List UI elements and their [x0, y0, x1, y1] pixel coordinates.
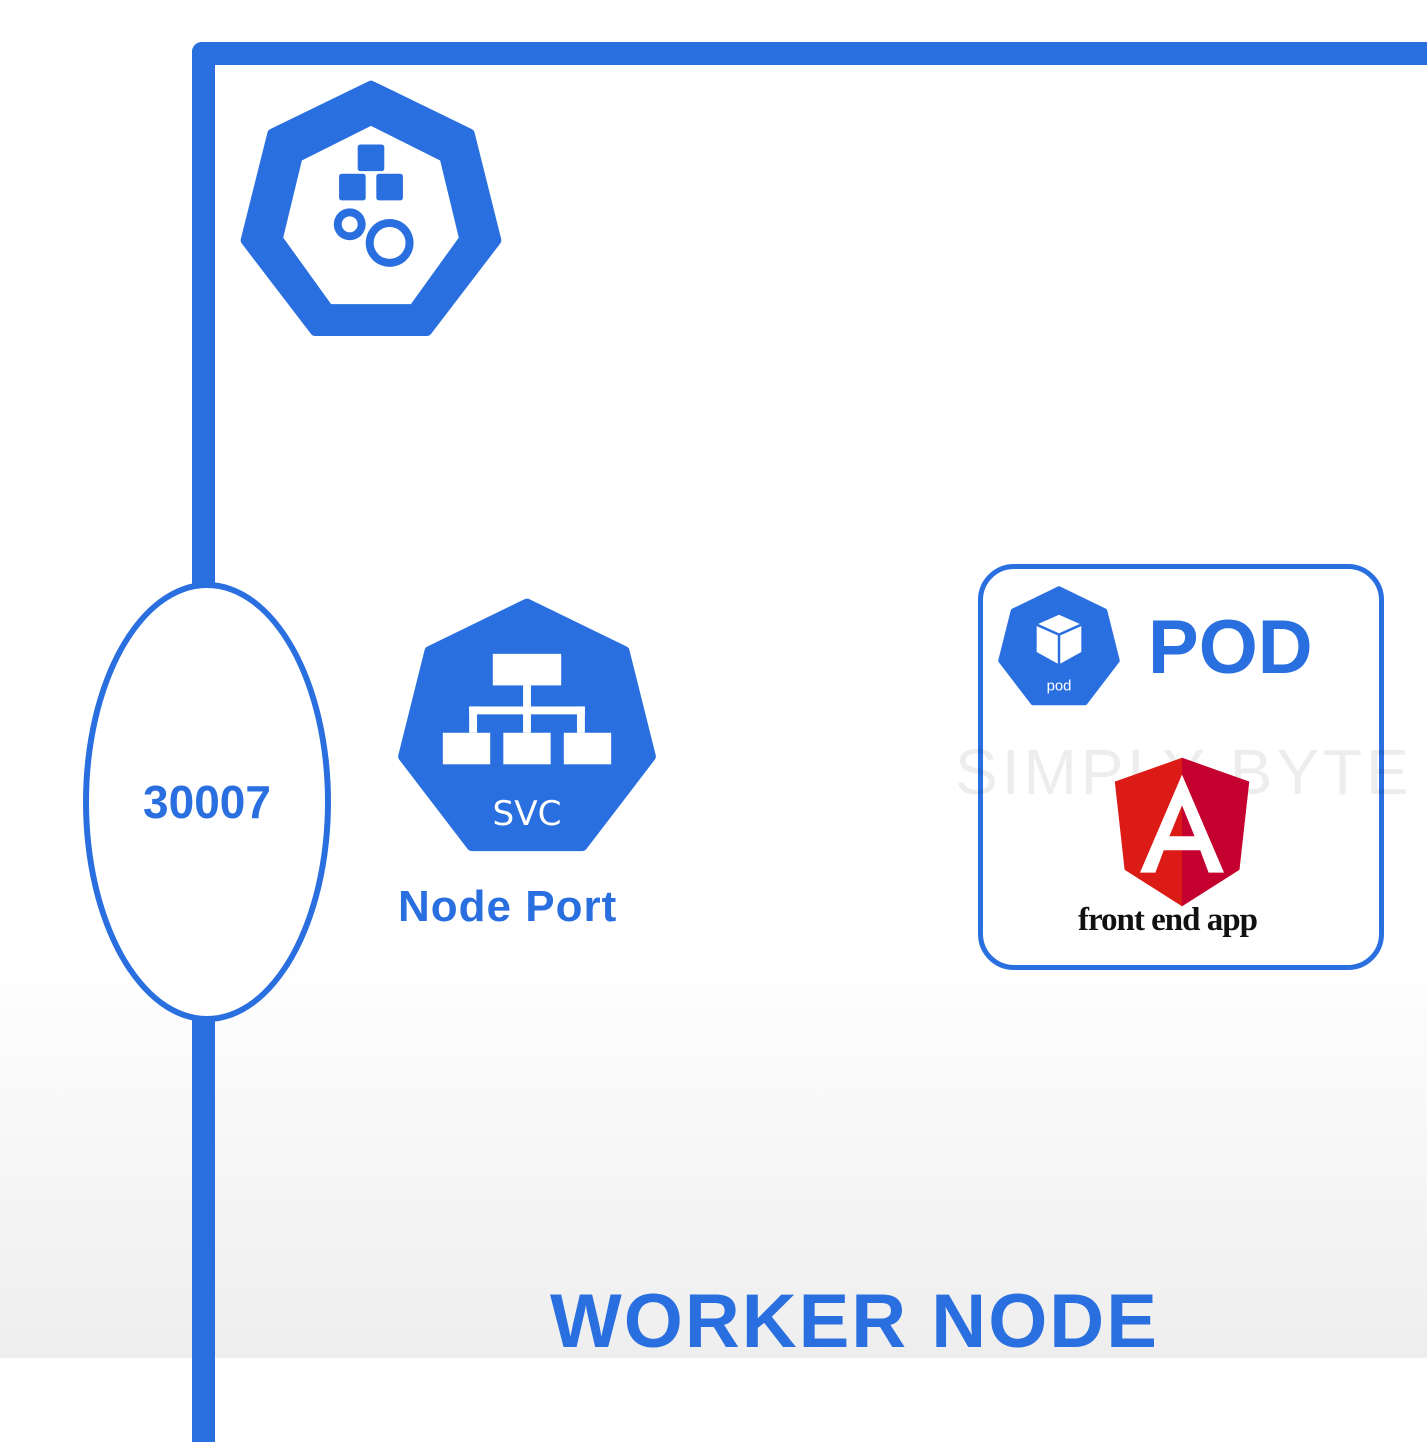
worker-node-label: WORKER NODE	[550, 1279, 1159, 1364]
kubelet-icon	[240, 80, 502, 337]
pod-icon-label: pod	[1047, 678, 1072, 694]
port-number: 30007	[143, 776, 271, 828]
worker-node-border-top	[192, 42, 1427, 65]
svc-icon-label: SVC	[493, 794, 562, 834]
service-icon: SVC	[398, 598, 656, 852]
node-port-ellipse: 30007	[83, 582, 331, 1022]
pod-icon: pod	[998, 586, 1120, 706]
angular-logo-icon	[1114, 757, 1250, 907]
app-label: front end app	[1078, 902, 1258, 938]
service-type-label: Node Port	[398, 882, 618, 931]
pod-title: POD	[1148, 605, 1313, 690]
